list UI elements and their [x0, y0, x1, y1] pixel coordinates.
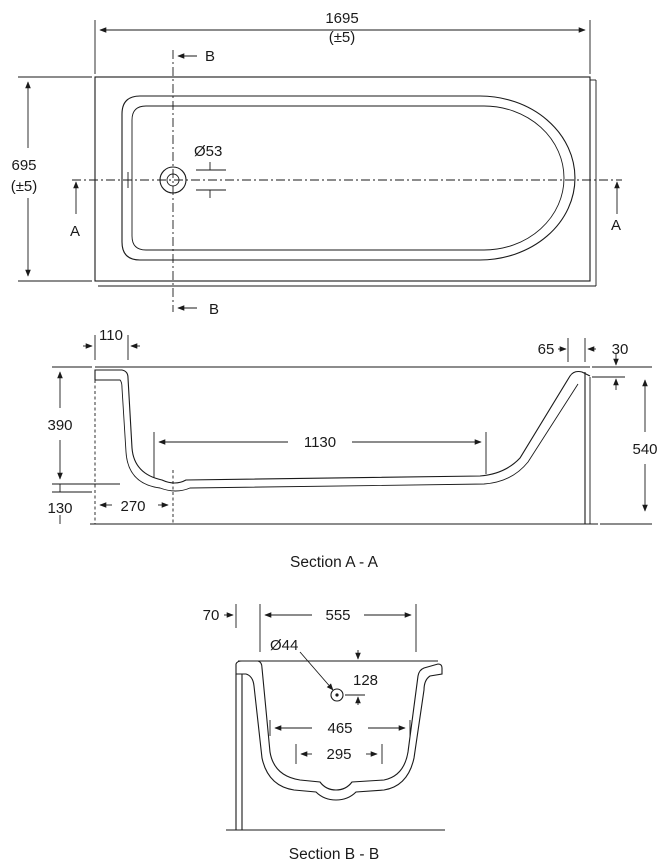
section-aa-caption: Section A - A [290, 554, 379, 571]
depth-label: 390 [47, 417, 72, 434]
total-height-label: 540 [632, 441, 657, 458]
plan-view: Ø53 B B A A 1695 (±5) 695 (±5) [11, 10, 622, 318]
mid-width-label: 465 [327, 720, 352, 737]
end-rim-label: 110 [99, 327, 123, 344]
waste-diameter-label: Ø53 [194, 143, 222, 160]
section-a-marker-right: A [611, 217, 621, 234]
section-bb-caption: Section B - B [289, 846, 379, 863]
base-width-label: 295 [326, 746, 351, 763]
overflow-height-label: 128 [353, 672, 378, 689]
overflow-outlet [330, 688, 344, 702]
bath-outer-rim [94, 76, 591, 282]
section-b-marker-bottom: B [209, 301, 219, 318]
overall-width-tolerance: (±5) [11, 178, 38, 195]
section-b-marker-top: B [205, 48, 215, 65]
section-aa-view: 110 65 30 540 390 130 270 [47, 327, 657, 571]
section-a-marker-left: A [70, 223, 80, 240]
flat-base-label: 1130 [304, 434, 336, 451]
top-width-label: 555 [325, 607, 350, 624]
side-rim-label: 70 [203, 607, 220, 624]
base-offset-label: 130 [47, 500, 72, 517]
overflow-diameter-label: Ø44 [270, 637, 298, 654]
bath-shell-section-bb [235, 660, 443, 801]
waste-offset-label: 270 [120, 498, 145, 515]
bath-bowl-outline [121, 95, 576, 261]
rim-height-label: 30 [612, 341, 629, 358]
overall-length-label: 1695 [325, 10, 358, 27]
head-step-label: 65 [538, 341, 555, 358]
section-bb-view: Ø44 128 70 555 465 295 Section B - B [203, 604, 445, 863]
bath-shell-section-aa [94, 369, 591, 484]
overall-width-label: 695 [11, 157, 36, 174]
overall-length-tolerance: (±5) [329, 29, 356, 46]
